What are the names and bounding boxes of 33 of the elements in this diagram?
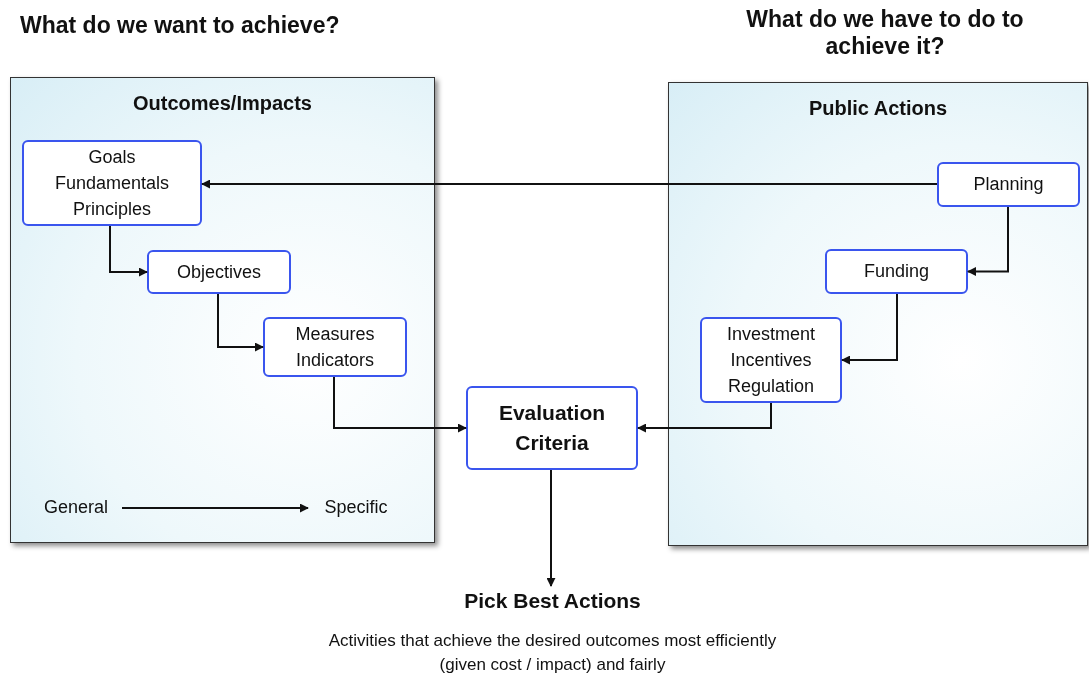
arrow (201, 179, 938, 189)
result-description: Activities that achieve the desired outcomes most efficiently (given cost / impact) and fairly (327, 630, 778, 677)
result-heading: Pick Best Actions (464, 588, 641, 614)
process-box (700, 317, 842, 403)
arrow (841, 293, 898, 365)
process-box (22, 140, 202, 226)
arrow (121, 503, 309, 513)
question-heading: What do we have to do to achieve it? (745, 6, 1025, 60)
box-label: Evaluation Criteria (497, 399, 607, 456)
scale-label: Specific (324, 496, 388, 518)
process-box (466, 386, 638, 470)
process-box (147, 250, 291, 294)
panel-heading: Public Actions (807, 97, 949, 120)
panel-background (10, 77, 435, 543)
arrow (333, 376, 467, 433)
process-box (263, 317, 407, 377)
arrow (637, 402, 772, 433)
arrow (967, 206, 1009, 276)
arrow (109, 225, 148, 277)
process-box (937, 162, 1080, 207)
arrow (546, 469, 556, 587)
box-label: Planning (972, 173, 1045, 197)
process-box (825, 249, 968, 294)
box-label: Objectives (175, 260, 262, 284)
box-label: Goals Fundamentals Principles (53, 145, 171, 222)
box-label: Investment Incentives Regulation (725, 322, 816, 399)
box-label: Funding (862, 260, 931, 284)
arrow (217, 293, 264, 352)
panel-heading: Outcomes/Impacts (132, 92, 313, 115)
panel-background (668, 82, 1088, 546)
scale-label: General (43, 496, 108, 518)
box-label: Measures Indicators (294, 322, 376, 372)
question-heading: What do we want to achieve? (20, 12, 341, 39)
